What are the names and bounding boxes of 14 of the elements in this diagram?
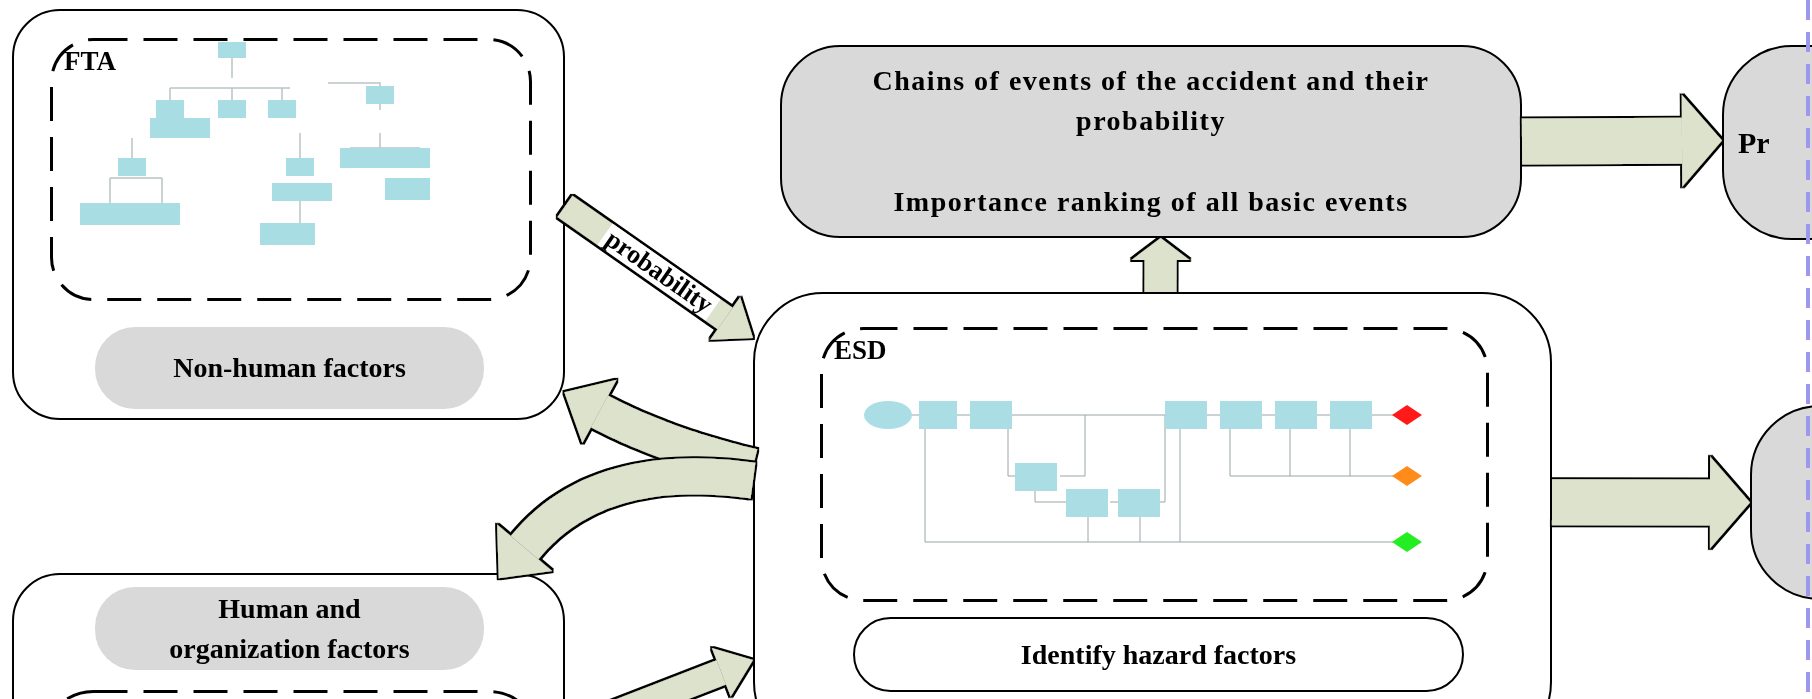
box-label: Chains of events of the accident and their probability: [871, 64, 1431, 138]
dashed-group: [50, 38, 532, 301]
group-title: ESD: [834, 337, 887, 364]
box-label: Non-human factors: [172, 351, 407, 385]
factor-panel: [12, 9, 565, 420]
group-title: FTA: [64, 48, 116, 75]
box-label: Identify hazard factors: [1020, 637, 1297, 672]
box-label: Importance ranking of all basic events: [893, 185, 1409, 219]
box-label: Human and organization factors: [168, 591, 411, 666]
result-box: [780, 45, 1522, 238]
box-label: Pr: [1737, 125, 1770, 161]
dashed-group: [820, 327, 1489, 602]
esd-panel: [753, 292, 1552, 699]
block-arrow: [1131, 238, 1190, 293]
